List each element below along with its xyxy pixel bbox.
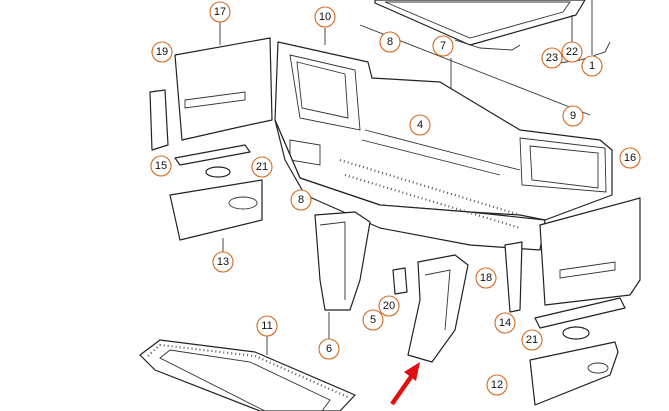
callout-circle <box>475 267 497 289</box>
callout-number: 4 <box>417 119 423 131</box>
callout-23: 23 <box>541 47 563 69</box>
callout-22: 22 <box>561 41 583 63</box>
callout-19: 19 <box>151 41 173 63</box>
callout-number: 23 <box>546 52 558 64</box>
callout-number: 14 <box>499 317 511 329</box>
callout-number: 8 <box>387 36 393 48</box>
callout-circle <box>256 315 278 337</box>
callout-circle <box>561 41 583 63</box>
callout-5: 5 <box>362 309 384 331</box>
strip-part-14 <box>534 297 626 329</box>
callout-12: 12 <box>486 374 508 396</box>
callout-9: 9 <box>562 105 584 127</box>
callout-10: 10 <box>314 6 336 28</box>
callout-number: 13 <box>217 256 229 268</box>
callout-number: 18 <box>480 272 492 284</box>
left-side-panel-part <box>174 37 273 141</box>
panel-part-13 <box>169 179 263 241</box>
dashboard-lower-part <box>274 119 546 251</box>
callout-number: 11 <box>261 320 272 332</box>
callout-circle <box>318 338 340 360</box>
callout-circle <box>290 189 312 211</box>
callout-number: 16 <box>624 152 636 164</box>
callout-circle <box>212 251 234 273</box>
panel-part-12 <box>529 341 619 406</box>
callout-circle <box>619 147 641 169</box>
right-end-panel-part <box>539 197 641 306</box>
callout-number: 10 <box>319 11 331 23</box>
callout-circle <box>562 105 584 127</box>
callout-circle <box>362 309 384 331</box>
callout-number: 20 <box>383 300 395 312</box>
callout-16: 16 <box>619 147 641 169</box>
red-arrow-indicator <box>390 362 420 406</box>
callout-number: 21 <box>256 161 268 173</box>
callout-13: 13 <box>212 251 234 273</box>
callout-circle <box>486 374 508 396</box>
callout-20: 20 <box>378 295 400 317</box>
frame-part-11 <box>139 339 356 411</box>
callout-number: 19 <box>156 46 168 58</box>
callout-7: 7 <box>432 35 454 57</box>
callout-circle <box>494 312 516 334</box>
callout-number: 1 <box>589 60 595 72</box>
callout-14: 14 <box>494 312 516 334</box>
grommet-part-21 <box>205 166 231 178</box>
callout-circle <box>581 55 603 77</box>
strip-part-15 <box>174 144 251 166</box>
callout-number: 22 <box>566 46 578 58</box>
callout-number: 12 <box>491 379 503 391</box>
bracket-part-19 <box>149 89 169 151</box>
callout-8: 8 <box>290 189 312 211</box>
callout-circle <box>150 155 172 177</box>
callout-circle <box>209 1 231 23</box>
callout-circle <box>314 6 336 28</box>
callout-18: 18 <box>475 267 497 289</box>
callout-21: 21 <box>251 156 273 178</box>
callout-number: 5 <box>370 314 376 326</box>
post-part-18 <box>504 241 523 313</box>
grommet-part-21b <box>562 326 590 340</box>
callout-15: 15 <box>150 155 172 177</box>
callout-number: 7 <box>440 40 446 52</box>
callout-circle <box>541 47 563 69</box>
support-part-5 <box>407 254 469 363</box>
callout-11: 11 <box>256 315 278 337</box>
callout-8: 8 <box>379 31 401 53</box>
callout-number: 8 <box>298 194 304 206</box>
callout-6: 6 <box>318 338 340 360</box>
callout-circle <box>151 41 173 63</box>
callout-number: 21 <box>526 334 538 346</box>
callout-number: 6 <box>326 343 332 355</box>
callout-circle <box>432 35 454 57</box>
support-part-6 <box>314 211 371 311</box>
callout-17: 17 <box>209 1 231 23</box>
callout-circle <box>409 114 431 136</box>
callout-circle <box>251 156 273 178</box>
callout-number: 9 <box>570 110 576 122</box>
clip-part-20 <box>392 267 408 295</box>
callout-4: 4 <box>409 114 431 136</box>
callout-circle <box>521 329 543 351</box>
callout-number: 17 <box>214 6 226 18</box>
callout-1: 1 <box>581 55 603 77</box>
callout-21: 21 <box>521 329 543 351</box>
callout-circle <box>379 31 401 53</box>
callout-circle <box>378 295 400 317</box>
callout-number: 15 <box>155 160 167 172</box>
